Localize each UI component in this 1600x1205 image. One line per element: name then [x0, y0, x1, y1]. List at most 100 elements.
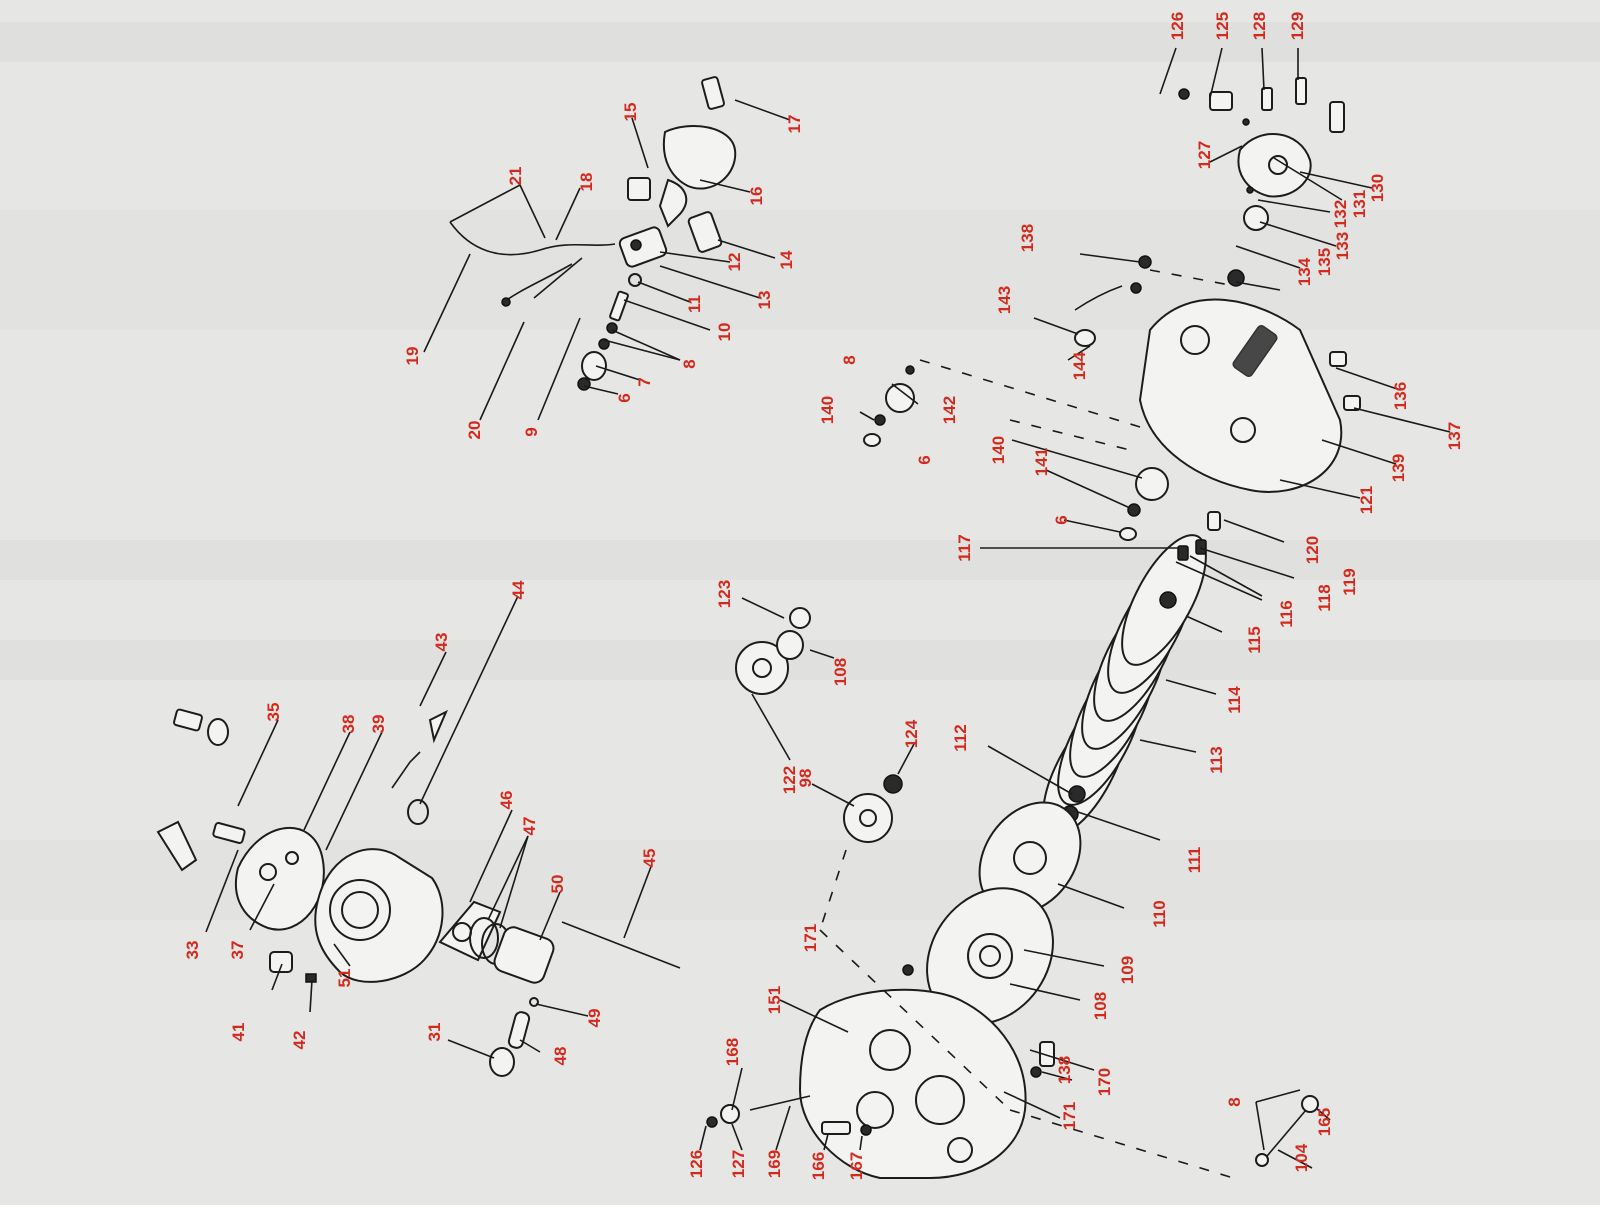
callout-126: 126	[687, 1150, 706, 1178]
part-bolts-136-137	[1329, 351, 1361, 411]
callout-108: 108	[1091, 992, 1110, 1020]
callout-110: 110	[1150, 900, 1169, 927]
callout-129: 129	[1288, 12, 1307, 40]
callout-20: 20	[465, 421, 484, 440]
part-bolt-42	[305, 973, 317, 983]
part-housing-12	[618, 226, 668, 268]
callout-6: 6	[915, 455, 934, 464]
callout-18: 18	[577, 173, 596, 192]
leader-lines	[205, 47, 1451, 1169]
callout-171: 171	[1060, 1102, 1079, 1130]
callout-128: 128	[1250, 12, 1269, 40]
callout-108: 108	[831, 658, 850, 686]
callout-8: 8	[1225, 1097, 1244, 1106]
callout-10: 10	[715, 323, 734, 342]
callout-39: 39	[369, 715, 388, 734]
callout-123: 123	[715, 580, 734, 608]
callout-109: 109	[1118, 956, 1137, 984]
callout-112: 112	[951, 724, 970, 751]
callout-19: 19	[403, 347, 422, 366]
callout-50: 50	[548, 875, 567, 894]
callout-8: 8	[680, 359, 699, 368]
part-hub-110-111-112	[978, 785, 1086, 915]
callout-130: 130	[1368, 174, 1387, 202]
callout-11: 11	[685, 295, 704, 313]
part-gear-98	[843, 774, 903, 843]
callout-104: 104	[1292, 1143, 1311, 1172]
callout-125: 125	[1213, 12, 1232, 40]
part-spring-43	[391, 709, 448, 789]
callout-167: 167	[847, 1152, 866, 1180]
callout-49: 49	[585, 1009, 604, 1028]
callout-138: 138	[1018, 224, 1037, 252]
callout-142: 142	[940, 396, 959, 424]
part-cylinder-39-51	[314, 848, 444, 983]
callout-135: 135	[1315, 248, 1334, 276]
callout-132: 132	[1331, 200, 1350, 228]
callout-111: 111	[1185, 847, 1204, 874]
callout-35: 35	[264, 703, 283, 722]
callout-6: 6	[615, 393, 634, 402]
callout-48: 48	[551, 1047, 570, 1066]
part-clip-31-48	[489, 997, 539, 1077]
assembly-axes	[819, 269, 1241, 1181]
part-sleeve-14	[687, 211, 723, 253]
part-pump-130-131	[1237, 133, 1312, 198]
callout-133: 133	[1333, 232, 1352, 260]
part-bolts-125-129	[1178, 77, 1345, 194]
callout-119: 119	[1340, 568, 1359, 595]
part-pin-45	[561, 921, 681, 969]
callout-12: 12	[725, 253, 744, 272]
part-idler-140-144	[863, 329, 1169, 541]
callout-143: 143	[995, 286, 1014, 314]
part-elbow-33	[156, 820, 246, 872]
part-fittings-126-169	[706, 964, 1055, 1136]
callout-165: 165	[1315, 1108, 1334, 1136]
callout-7: 7	[635, 377, 654, 386]
callout-17: 17	[785, 115, 804, 134]
callout-98: 98	[796, 769, 815, 788]
part-gear-108-top	[735, 607, 811, 695]
callout-113: 113	[1207, 746, 1226, 773]
callout-136: 136	[1391, 382, 1410, 410]
callout-13: 13	[755, 291, 774, 310]
part-lever-104-165	[1255, 1095, 1319, 1167]
callout-134: 134	[1295, 257, 1314, 286]
callout-171: 171	[801, 924, 820, 952]
callout-138: 138	[1055, 1056, 1074, 1084]
callout-14: 14	[777, 250, 796, 269]
callout-21: 21	[506, 167, 525, 186]
part-clutch-plates-113-115	[1042, 534, 1207, 836]
callout-118: 118	[1315, 584, 1334, 611]
part-shapes	[156, 76, 1361, 1179]
callout-9: 9	[522, 427, 541, 436]
callout-42: 42	[290, 1031, 309, 1050]
callout-127: 127	[729, 1150, 748, 1178]
callout-15: 15	[621, 103, 640, 122]
callout-8: 8	[840, 355, 859, 364]
callout-122: 122	[780, 766, 799, 794]
callout-131: 131	[1350, 190, 1369, 218]
callout-38: 38	[339, 715, 358, 734]
part-bolt-41	[269, 951, 293, 973]
callout-168: 168	[723, 1038, 742, 1066]
callout-140: 140	[818, 396, 837, 424]
part-springs-116-120	[1177, 511, 1221, 561]
callout-126: 126	[1168, 12, 1187, 40]
callout-16: 16	[747, 187, 766, 206]
part-piston-50	[493, 926, 555, 984]
callout-127: 127	[1195, 141, 1214, 169]
callout-151: 151	[765, 986, 784, 1014]
callout-139: 139	[1389, 454, 1408, 482]
part-cover-15-16	[658, 125, 737, 228]
part-oring-44	[407, 799, 429, 825]
callout-45: 45	[640, 849, 659, 868]
part-fitting-35	[173, 708, 229, 746]
callout-46: 46	[497, 791, 516, 810]
callout-41: 41	[229, 1023, 248, 1042]
callout-117: 117	[955, 534, 974, 561]
callout-31: 31	[425, 1023, 444, 1042]
callout-114: 114	[1225, 686, 1244, 714]
callout-121: 121	[1357, 486, 1376, 514]
